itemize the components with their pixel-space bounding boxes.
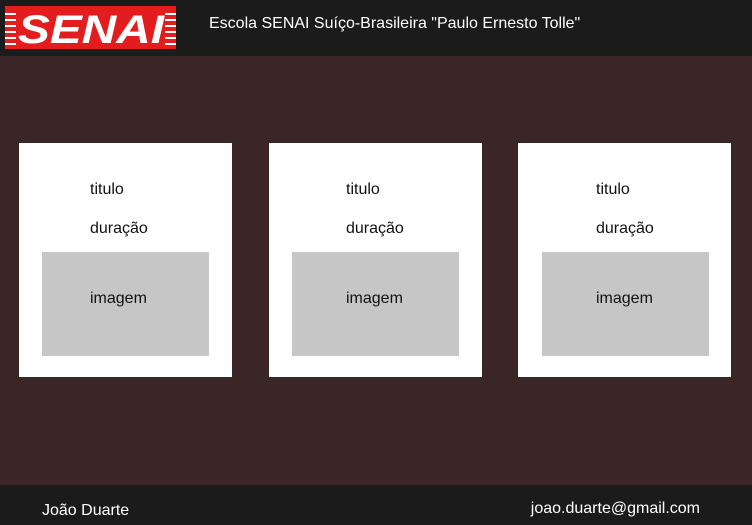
card-image-label: imagem bbox=[90, 290, 147, 307]
card-image-placeholder: imagem bbox=[292, 252, 459, 356]
card-image-label: imagem bbox=[346, 290, 403, 307]
card-image-placeholder: imagem bbox=[42, 252, 209, 356]
course-card[interactable]: titulo duração imagem bbox=[518, 143, 731, 377]
senai-logo[interactable]: SENAI bbox=[5, 6, 176, 49]
author-email[interactable]: joao.duarte@gmail.com bbox=[530, 500, 700, 517]
senai-logo-graphic: SENAI bbox=[5, 6, 176, 49]
card-image-label: imagem bbox=[596, 290, 653, 307]
card-duration: duração bbox=[346, 220, 404, 237]
card-title: titulo bbox=[596, 181, 630, 198]
footer-bar: João Duarte joao.duarte@gmail.com bbox=[0, 485, 752, 525]
svg-text:SENAI: SENAI bbox=[18, 8, 165, 49]
course-card[interactable]: titulo duração imagem bbox=[269, 143, 482, 377]
author-name: João Duarte bbox=[42, 502, 130, 519]
card-duration: duração bbox=[90, 220, 148, 237]
card-duration: duração bbox=[596, 220, 654, 237]
card-image-placeholder: imagem bbox=[542, 252, 709, 356]
course-card[interactable]: titulo duração imagem bbox=[19, 143, 232, 377]
header-bar: SENAI Escola SENAI Suíço-Brasileira "Pau… bbox=[0, 0, 752, 56]
card-title: titulo bbox=[346, 181, 380, 198]
school-title: Escola SENAI Suíço-Brasileira "Paulo Ern… bbox=[209, 15, 581, 32]
card-title: titulo bbox=[90, 181, 124, 198]
